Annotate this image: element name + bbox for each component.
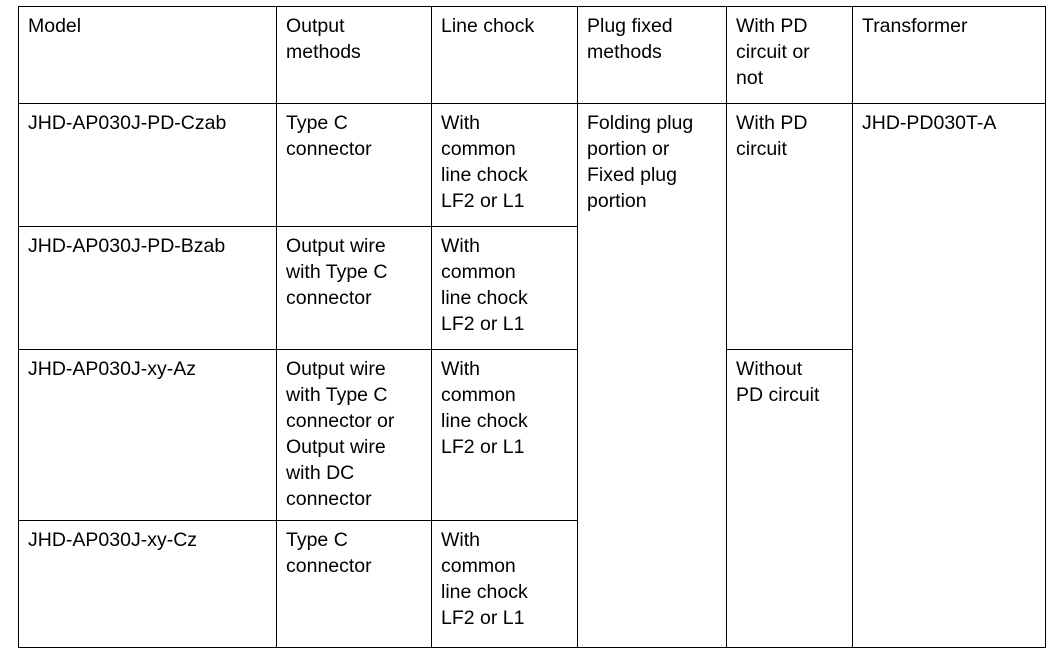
column-header-pd-circuit: With PD circuit or not xyxy=(726,6,853,104)
model-specification-table: Model Output methods Line chock Plug fix… xyxy=(18,6,1046,648)
cell-output-methods: Output wire with Type C connector xyxy=(276,226,432,350)
column-header-plug-fixed-methods: Plug fixed methods xyxy=(577,6,727,104)
cell-transformer: JHD-PD030T-A xyxy=(852,103,1046,648)
cell-line-chock: With common line chock LF2 or L1 xyxy=(431,226,578,350)
cell-output-methods: Type C connector xyxy=(276,103,432,227)
table-row: JHD-AP030J-PD-Bzab Output wire with Type… xyxy=(18,226,1046,350)
cell-pd-circuit-with: With PD circuit xyxy=(726,103,853,350)
column-header-model: Model xyxy=(18,6,277,104)
cell-line-chock: With common line chock LF2 or L1 xyxy=(431,103,578,227)
cell-output-methods: Type C connector xyxy=(276,520,432,648)
cell-model: JHD-AP030J-PD-Czab xyxy=(18,103,277,227)
cell-plug-fixed-methods: Folding plug portion or Fixed plug porti… xyxy=(577,103,727,648)
cell-pd-circuit-without: Without PD circuit xyxy=(726,349,853,648)
cell-model: JHD-AP030J-xy-Az xyxy=(18,349,277,521)
column-header-transformer: Transformer xyxy=(852,6,1046,104)
column-header-output-methods: Output methods xyxy=(276,6,432,104)
table-row: JHD-AP030J-PD-Czab Type C connector With… xyxy=(18,103,1046,648)
specification-table-container: Model Output methods Line chock Plug fix… xyxy=(18,6,1046,648)
table-header-row: Model Output methods Line chock Plug fix… xyxy=(18,6,1046,104)
cell-model: JHD-AP030J-xy-Cz xyxy=(18,520,277,648)
table-row: JHD-AP030J-xy-Az Output wire with Type C… xyxy=(18,349,1046,648)
cell-line-chock: With common line chock LF2 or L1 xyxy=(431,349,578,521)
column-header-line-chock: Line chock xyxy=(431,6,578,104)
cell-model: JHD-AP030J-PD-Bzab xyxy=(18,226,277,350)
cell-line-chock: With common line chock LF2 or L1 xyxy=(431,520,578,648)
cell-output-methods: Output wire with Type C connector or Out… xyxy=(276,349,432,521)
table-row: JHD-AP030J-xy-Cz Type C connector With c… xyxy=(18,520,1046,648)
